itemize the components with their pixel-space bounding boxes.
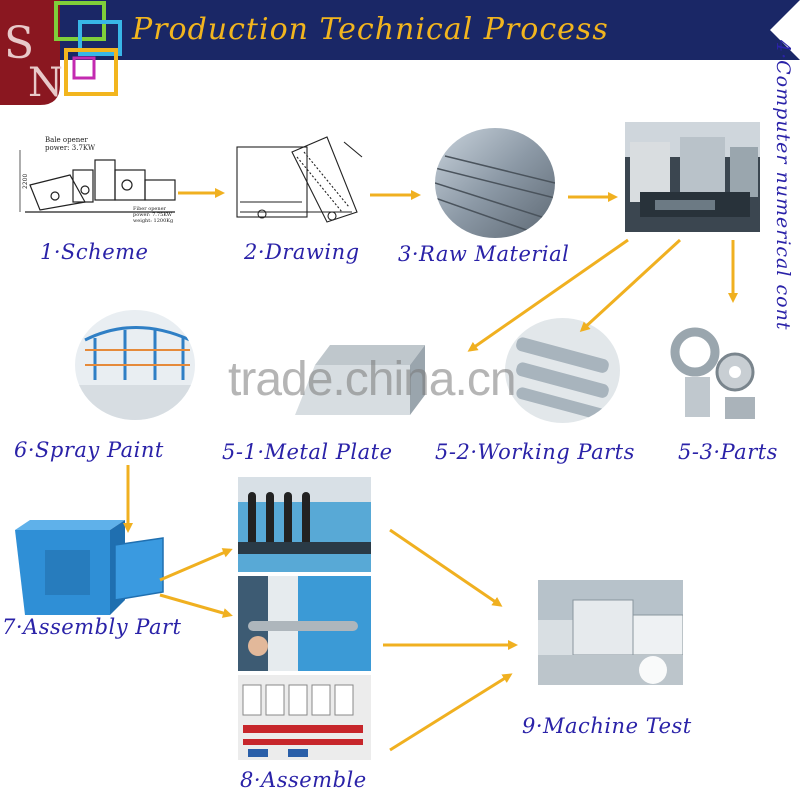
- company-logo: S N: [0, 0, 125, 106]
- assemble-photo-2: [238, 576, 371, 671]
- header-banner: [0, 0, 800, 60]
- step-assembly-part-label: 7·Assembly Part: [2, 615, 182, 639]
- svg-text:2200: 2200: [22, 174, 29, 189]
- spray-paint-photo: [75, 310, 195, 420]
- working-parts-photo: [505, 318, 620, 423]
- step-raw-material-label: 3·Raw Material: [398, 242, 570, 266]
- metal-plate-photo: [290, 340, 430, 420]
- step-working-parts-label: 5-2·Working Parts: [435, 440, 635, 464]
- step-parts-label: 5-3·Parts: [678, 440, 778, 464]
- svg-text:N: N: [28, 60, 63, 105]
- step-spray-paint-label: 6·Spray Paint: [14, 438, 164, 462]
- assemble-photo-1: [238, 477, 371, 572]
- scheme-note-bale: Bale opener: [45, 136, 88, 144]
- assemble-photo-3: [238, 675, 371, 760]
- scheme-note-fiber-power: power: 7.75KW: [133, 212, 173, 218]
- assembly-part-photo: [15, 520, 165, 615]
- svg-text:S: S: [4, 18, 34, 69]
- drawing-image: [232, 132, 367, 230]
- cnc-photo: [625, 122, 760, 232]
- step-machine-test-label: 9·Machine Test: [522, 714, 692, 738]
- step-scheme-label: 1·Scheme: [40, 240, 149, 264]
- page-title: Production Technical Process: [132, 12, 609, 47]
- step-drawing-label: 2·Drawing: [244, 240, 360, 264]
- raw-material-photo: [435, 128, 555, 238]
- scheme-note-power: power: 3.7KW: [45, 144, 96, 152]
- parts-photo: [665, 322, 760, 422]
- watermark: trade.china.cn: [228, 353, 517, 406]
- scheme-image: 2200 Bale opener power: 3.7KW Fiber open…: [15, 130, 180, 225]
- step-assemble-label: 8·Assemble: [240, 768, 367, 792]
- cnc-step-label: 4·Computer numerical cont: [772, 40, 794, 331]
- scheme-note-weight: weight: 1200Kg: [133, 218, 174, 224]
- machine-test-photo: [538, 580, 683, 685]
- scheme-note-fiber: Fiber opener: [133, 206, 167, 212]
- step-metal-plate-label: 5-1·Metal Plate: [222, 440, 393, 464]
